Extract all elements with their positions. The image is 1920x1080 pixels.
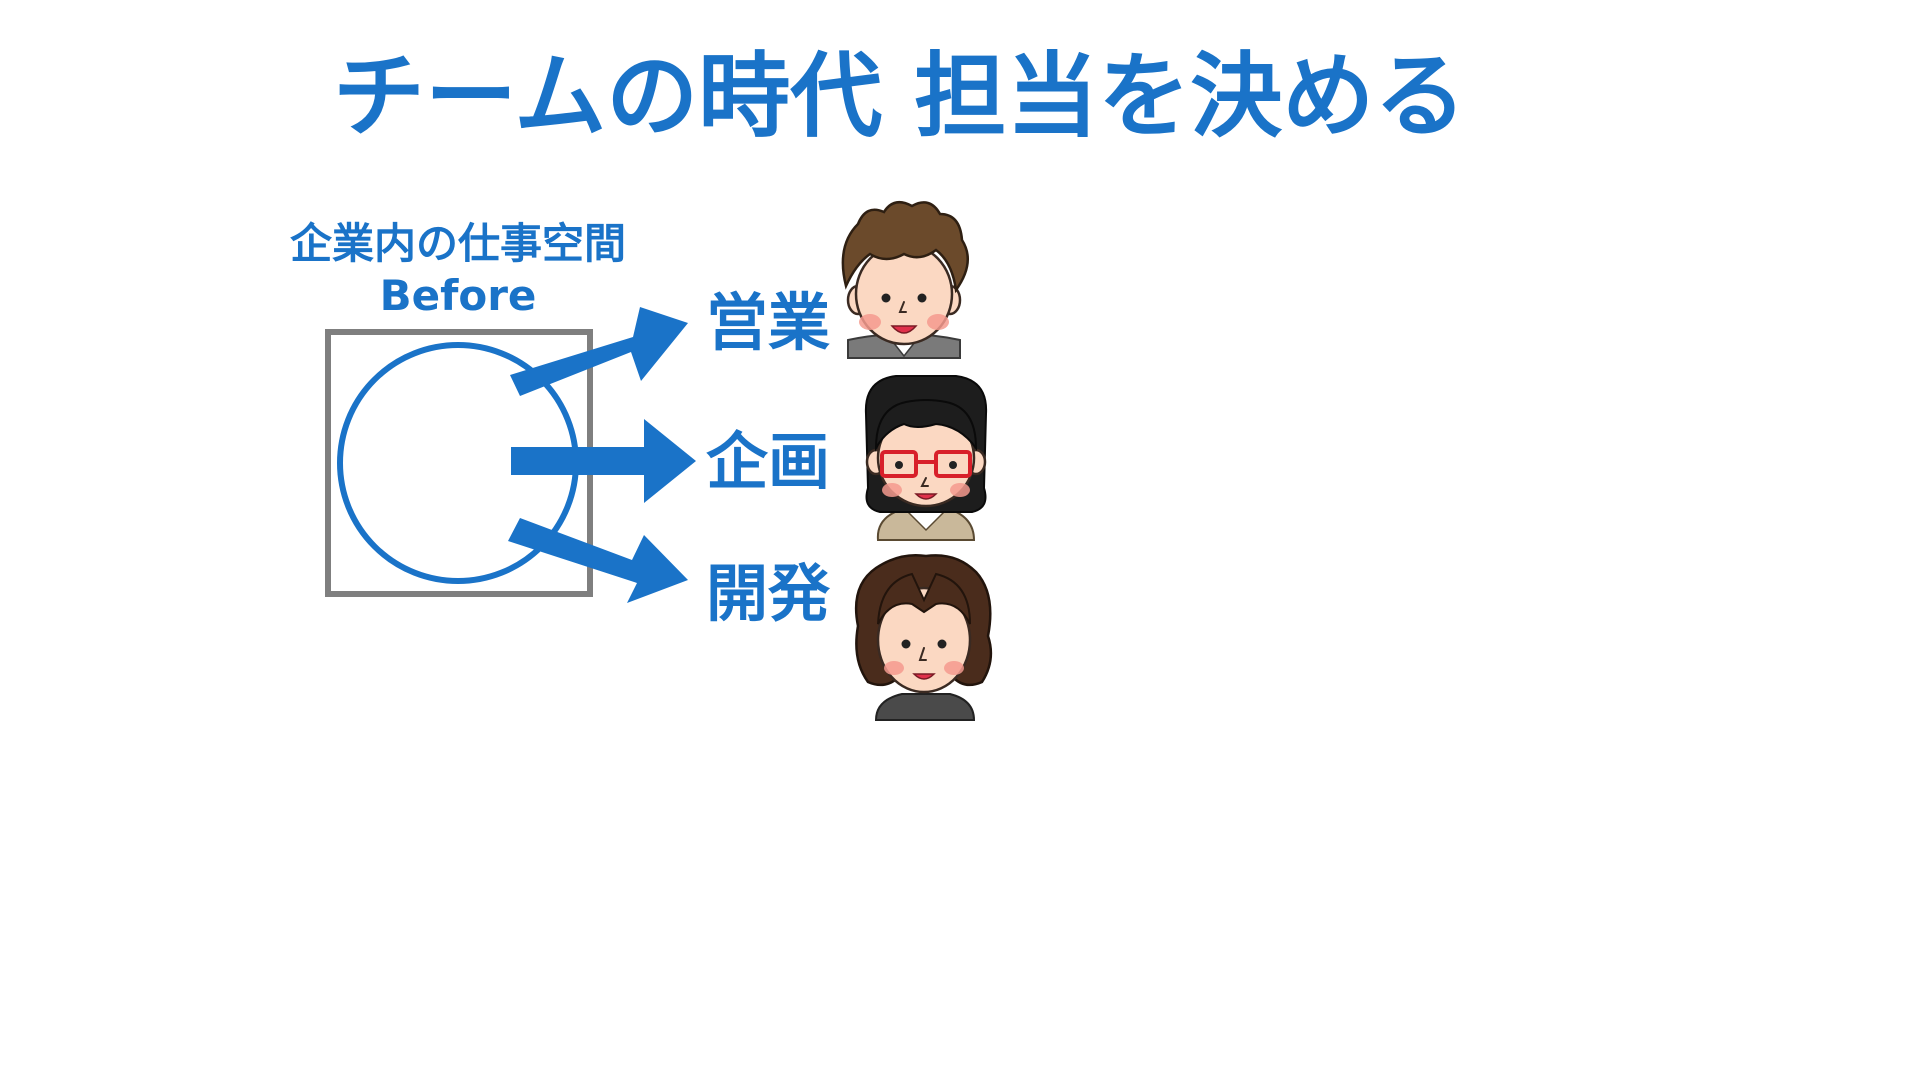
role-label-development: 開発 bbox=[706, 557, 831, 630]
sales-person-icon bbox=[841, 200, 969, 359]
role-label-sales: 営業 bbox=[706, 286, 830, 359]
role-label-planning: 企画 bbox=[706, 425, 830, 498]
planning-person-icon bbox=[864, 375, 988, 541]
development-person-icon bbox=[854, 554, 993, 721]
slide-title: チームの時代 担当を決める bbox=[333, 43, 1466, 150]
arrow-to-sales bbox=[510, 307, 688, 396]
workspace-label: 企業内の仕事空間 bbox=[290, 219, 626, 268]
state-label: Before bbox=[380, 271, 537, 320]
arrow-to-development bbox=[508, 518, 688, 603]
arrow-to-planning bbox=[511, 419, 696, 503]
